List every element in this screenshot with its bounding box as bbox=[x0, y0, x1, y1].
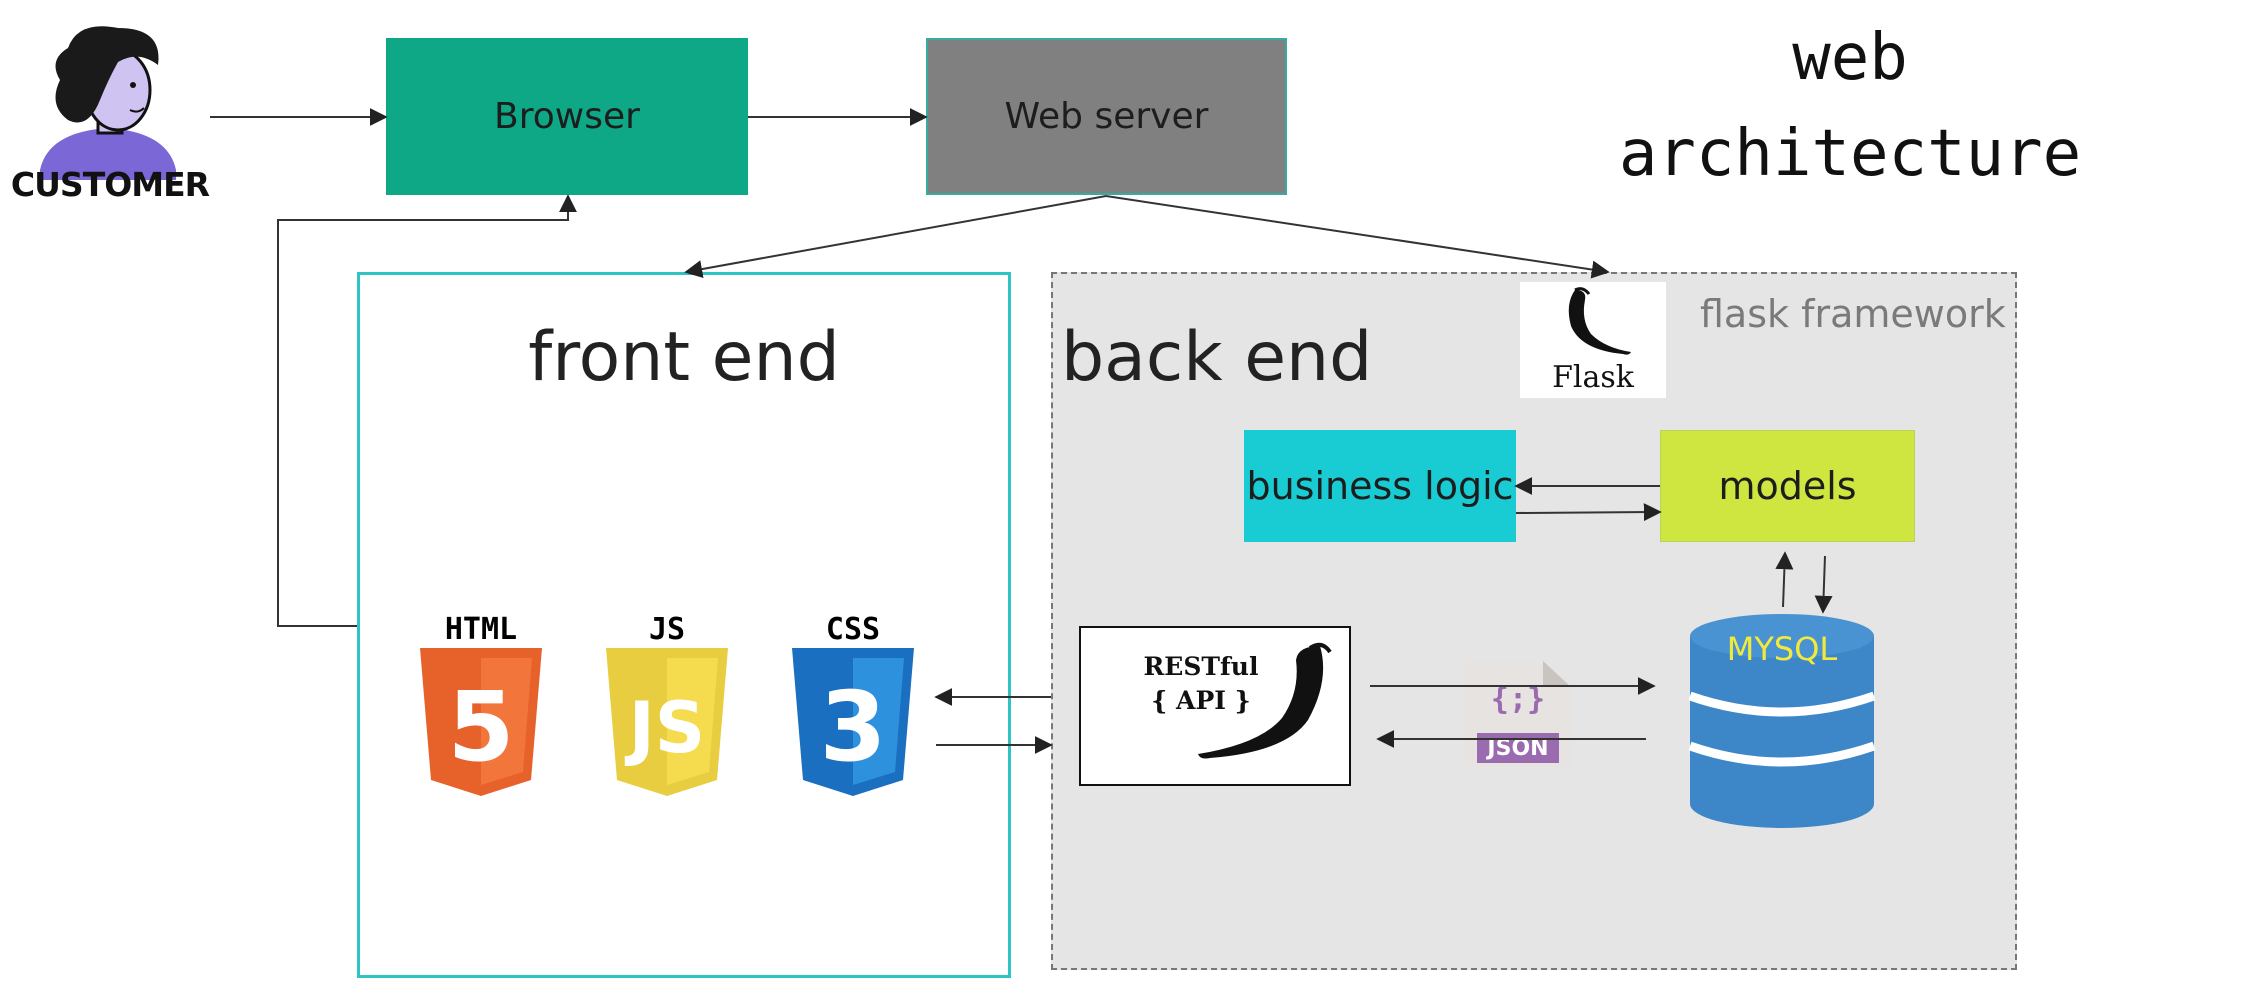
css3-glyph: 3 bbox=[820, 671, 887, 783]
flask-horn-icon bbox=[1198, 642, 1332, 759]
webserver-to-frontend-arrow bbox=[684, 195, 1107, 278]
flask-framework-label: flask framework bbox=[1700, 292, 2006, 336]
database-icon bbox=[1688, 614, 1876, 828]
restful-label: RESTful bbox=[1143, 652, 1259, 681]
browser-node: Browser bbox=[386, 38, 748, 195]
json-file-icon: {;} bbox=[1465, 661, 1571, 767]
title-line-1: web bbox=[1792, 21, 1908, 95]
css3-icon: 3 bbox=[792, 648, 914, 796]
js-glyph: JS bbox=[625, 687, 705, 769]
webserver-to-backend-arrow bbox=[1105, 195, 1610, 279]
business-logic-label: business logic bbox=[1246, 464, 1514, 508]
business-logic-node: business logic bbox=[1244, 430, 1516, 542]
javascript-icon: JS bbox=[606, 648, 728, 796]
browser-label: Browser bbox=[494, 96, 640, 137]
models-node: models bbox=[1660, 430, 1915, 542]
json-glyph: {;} bbox=[1491, 682, 1545, 717]
html5-glyph: 5 bbox=[448, 671, 515, 783]
customer-label: CUSTOMER bbox=[10, 165, 210, 204]
frontend-title: front end bbox=[528, 318, 840, 397]
mysql-label: MYSQL bbox=[1726, 630, 1838, 668]
diagram-title: web architecture bbox=[1540, 10, 2160, 202]
flask-logo-text: Flask bbox=[1552, 360, 1634, 395]
html-badge-label: HTML bbox=[444, 612, 518, 647]
json-label: JSON bbox=[1487, 736, 1549, 761]
backend-title: back end bbox=[1061, 318, 1373, 397]
web-server-label: Web server bbox=[1004, 96, 1209, 137]
web-server-node: Web server bbox=[926, 38, 1287, 195]
flask-horn-icon bbox=[1568, 287, 1631, 355]
html5-icon: 5 bbox=[420, 648, 542, 796]
models-label: models bbox=[1718, 464, 1857, 508]
css-badge-label: CSS bbox=[825, 612, 881, 647]
customer-avatar-icon bbox=[40, 26, 176, 180]
api-label: { API } bbox=[1151, 686, 1251, 715]
title-line-2: architecture bbox=[1618, 117, 2082, 191]
js-badge-label: JS bbox=[648, 612, 686, 647]
